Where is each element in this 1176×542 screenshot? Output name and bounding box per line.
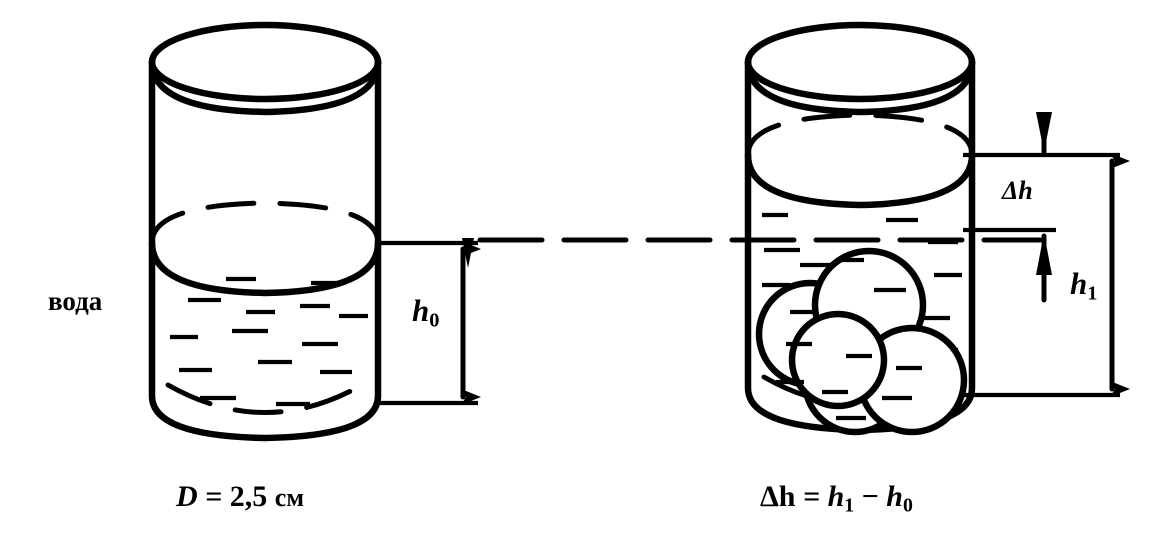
right-caption: Δh = h1 − h0 [760,480,913,517]
right-water-surface-front [744,151,976,209]
sphere-group [755,247,968,436]
right-dimensions [963,112,1130,398]
sphere-water-hatching [776,257,922,421]
left-water-surface-back [149,200,381,246]
h1-label: h1 [1070,266,1098,305]
connector-arrowhead [462,238,474,268]
right-cylinder [744,21,976,436]
left-cylinder [148,21,382,442]
left-water-hatching [170,276,368,407]
right-water-surface-back [745,112,975,158]
delta-h-label: Δh [1002,176,1033,205]
water-label-left: вода [48,286,103,316]
left-caption: D = 2,5 см [176,480,305,513]
h0-label: h0 [412,293,440,332]
sphere [788,310,888,410]
h0-dimension [378,240,481,406]
left-water-surface-front [148,239,382,297]
